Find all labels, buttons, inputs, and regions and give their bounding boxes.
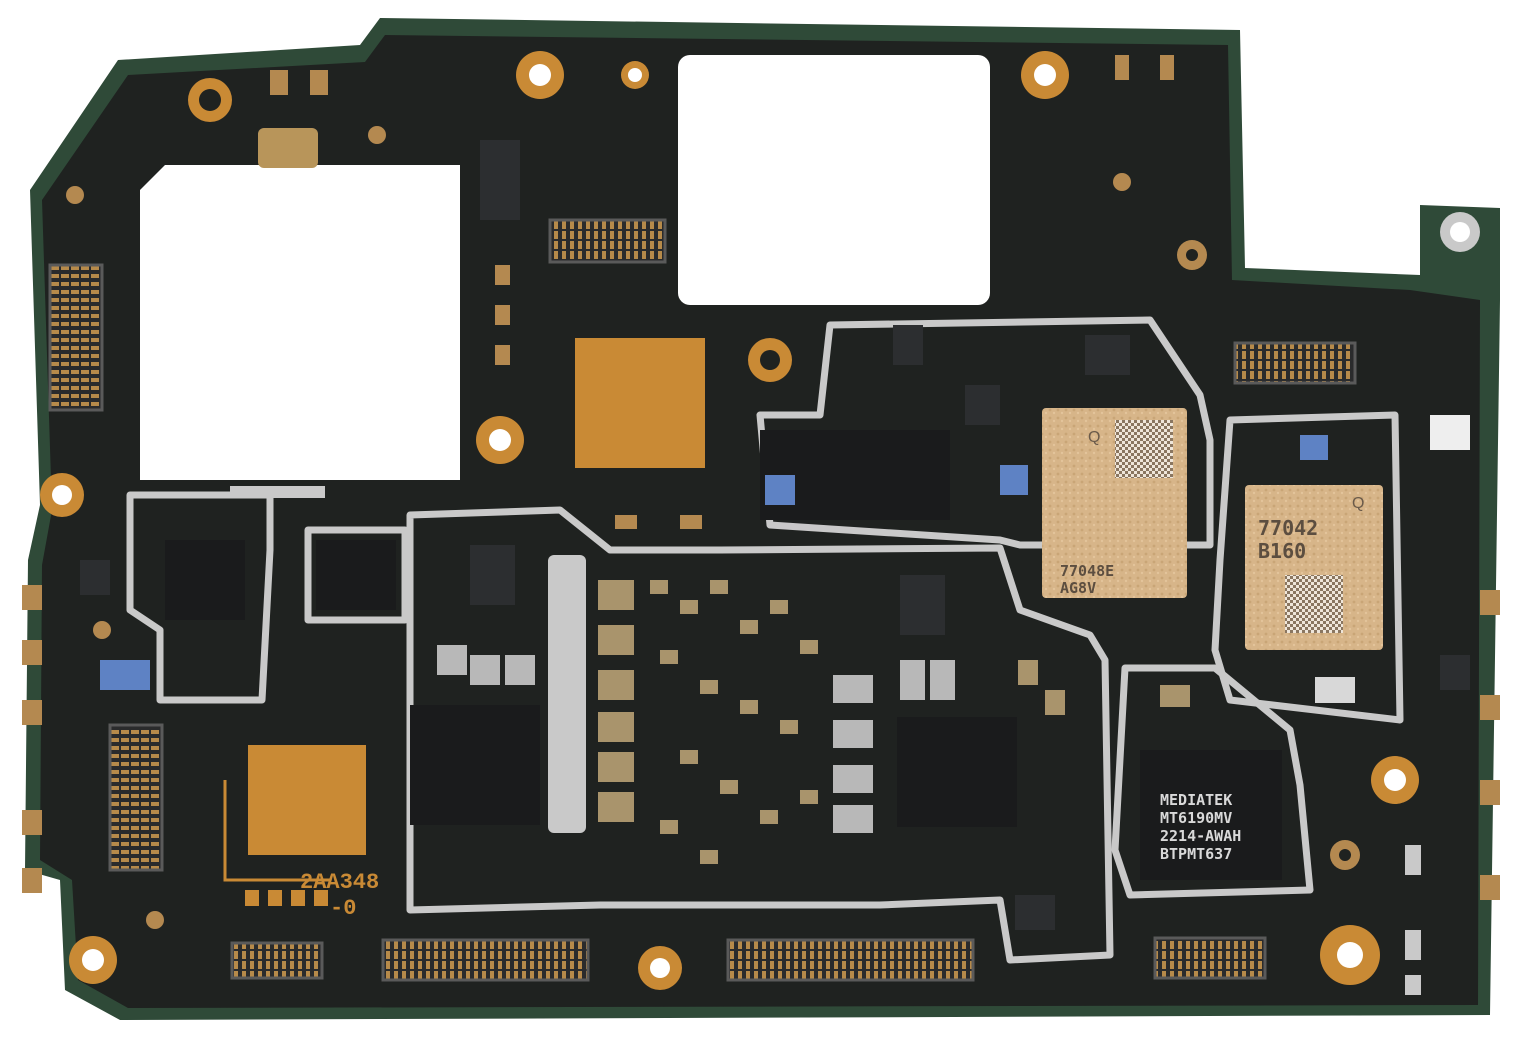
copper-pad-lower [248, 745, 366, 855]
gold-clips [22, 55, 1500, 900]
rf-module-b-qr [1285, 575, 1343, 633]
shield-bar-vertical [548, 555, 586, 833]
rf-module-a-line2: AG8V [1060, 579, 1096, 597]
camera-cutout-left [140, 165, 460, 480]
mediatek-batch: 2214-AWAH [1160, 827, 1241, 845]
connectors [48, 218, 1357, 982]
rf-module-b-line2: B160 [1258, 539, 1306, 563]
mediatek-lot: BTPMT637 [1160, 845, 1232, 863]
coax-connectors [66, 126, 1360, 929]
camera-cutout-right [678, 55, 990, 305]
dark-ics [165, 430, 1017, 827]
rf-module-a-qr [1115, 420, 1173, 478]
silkscreen-code: 2AA348 [300, 870, 379, 895]
copper-trace-outline [223, 780, 330, 882]
silver-clips [1405, 845, 1421, 995]
blue-parts [100, 435, 1328, 690]
mediatek-chip [1140, 750, 1282, 880]
copper-small-pads [245, 890, 328, 906]
crystal-gold [258, 128, 318, 168]
small-dark-parts [80, 140, 1470, 930]
rf-module-b [1245, 485, 1383, 650]
shield-tab [230, 486, 325, 498]
rf-module-b-logo: Q [1352, 495, 1364, 512]
rf-module-a-line1: 77048E [1060, 562, 1114, 580]
mounting-holes [40, 51, 1480, 990]
copper-pad-upper [575, 338, 705, 468]
rf-module-a-logo: Q [1088, 429, 1100, 446]
mediatek-brand: MEDIATEK [1160, 791, 1232, 809]
passives [437, 415, 1470, 864]
silkscreen-rev: -0 [330, 896, 356, 921]
shield-frames [126, 316, 1404, 964]
mediatek-model: MT6190MV [1160, 809, 1232, 827]
rf-module-b-line1: 77042 [1258, 516, 1318, 540]
